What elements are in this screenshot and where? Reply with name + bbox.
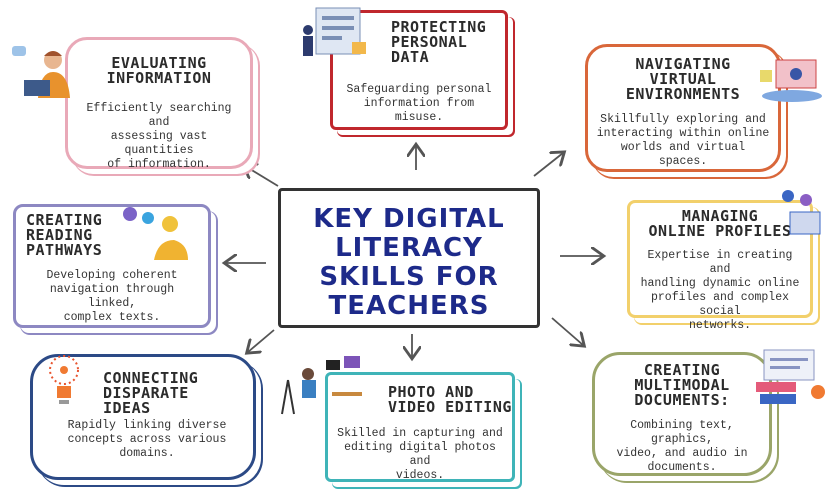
- card-description: Developing coherent navigation through l…: [46, 269, 178, 324]
- card-description: Combining text, graphics, video, and aud…: [616, 419, 748, 474]
- arrow-to-navigating: [533, 153, 563, 177]
- center-topic-box: KEY DIGITAL LITERACY SKILLS FOR TEACHERS: [278, 188, 540, 328]
- card-managing-online-profiles: MANAGING ONLINE PROFILES Expertise in cr…: [627, 200, 813, 332]
- card-navigating-virtual-environments: NAVIGATING VIRTUAL ENVIRONMENTS Skillful…: [585, 44, 781, 172]
- card-connecting-disparate-ideas: CONNECTING DISPARATE IDEAS Rapidly linki…: [30, 354, 256, 480]
- card-description: Expertise in creating and handling dynam…: [640, 249, 800, 332]
- gears-person-illustration: [123, 207, 188, 260]
- card-creating-multimodal-documents: CREATING MULTIMODAL DOCUMENTS: Combining…: [592, 352, 772, 476]
- card-title: PROTECTING PERSONAL DATA: [391, 18, 487, 66]
- profiles-illustration: [782, 190, 821, 235]
- virtual-world-illustration: [760, 59, 822, 102]
- card-description: Safeguarding personal information from m…: [346, 83, 492, 124]
- arrow-to-connecting: [248, 329, 275, 352]
- card-title: EVALUATING INFORMATION: [106, 54, 212, 87]
- lightbulb-network-icon: [49, 355, 79, 404]
- card-description: Rapidly linking diverse concepts across …: [67, 419, 227, 460]
- arrow-to-evaluating: [245, 166, 279, 187]
- card-description: Skillfully exploring and interacting wit…: [596, 113, 770, 168]
- photo-editing-illustration: [281, 356, 362, 415]
- person-laptop-illustration: [12, 46, 70, 98]
- card-title: CONNECTING DISPARATE IDEAS: [103, 369, 199, 417]
- documents-illustration: [756, 349, 825, 404]
- card-photo-video-editing: PHOTO AND VIDEO EDITING Skilled in captu…: [325, 372, 515, 482]
- center-title: KEY DIGITAL LITERACY SKILLS FOR TEACHERS: [313, 204, 505, 321]
- card-creating-reading-pathways: CREATING READING PATHWAYS Developing coh…: [13, 204, 211, 328]
- arrow-to-multimodal: [551, 317, 583, 345]
- card-title: PHOTO AND VIDEO EDITING: [388, 383, 512, 416]
- card-title: MANAGING ONLINE PROFILES: [648, 207, 792, 240]
- card-description: Efficiently searching and assessing vast…: [86, 102, 232, 171]
- card-title: CREATING READING PATHWAYS: [26, 211, 103, 259]
- card-title: NAVIGATING VIRTUAL ENVIRONMENTS: [625, 55, 741, 103]
- card-description: Skilled in capturing and editing digital…: [337, 427, 503, 482]
- card-evaluating-information: EVALUATING INFORMATION Efficiently searc…: [65, 37, 253, 171]
- data-security-illustration: [303, 7, 366, 56]
- card-title: CREATING MULTIMODAL DOCUMENTS:: [634, 361, 730, 409]
